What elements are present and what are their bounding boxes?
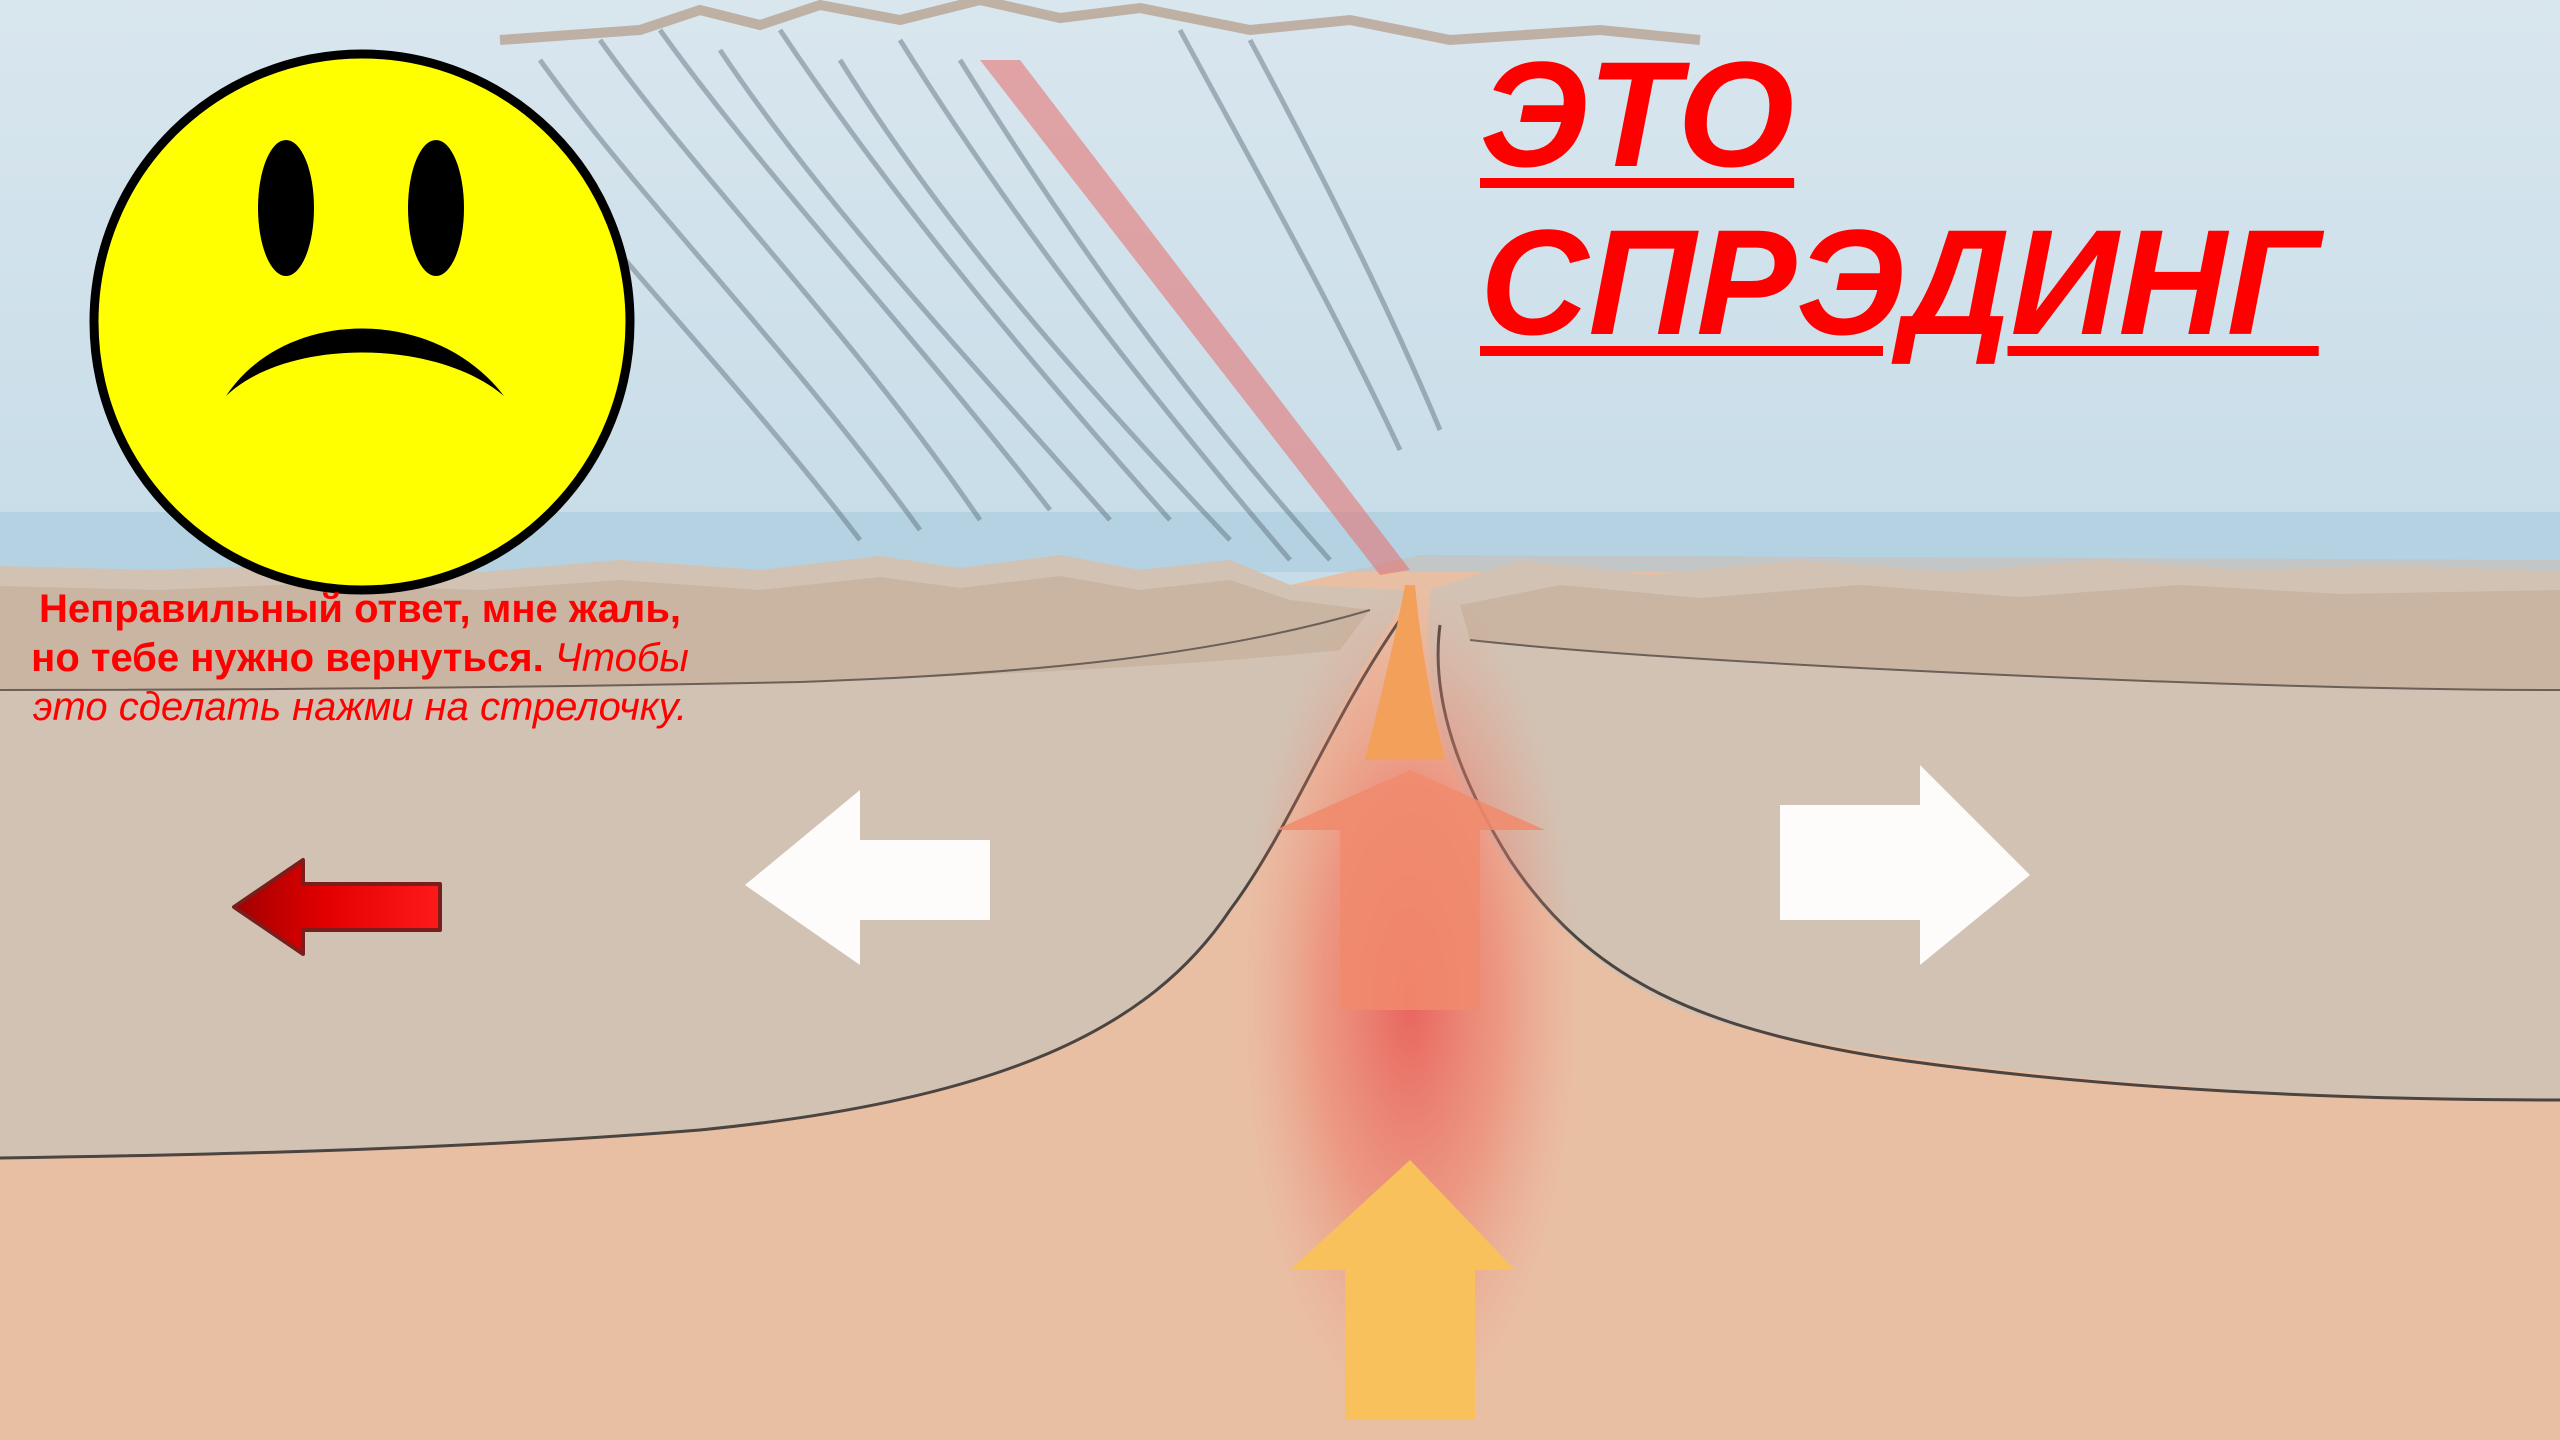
- title-line-1: ЭТО: [1480, 30, 2540, 198]
- sad-face-icon: [86, 46, 638, 598]
- title-line-2: СПРЭДИНГ: [1480, 198, 2540, 366]
- wrong-answer-message: Неправильный ответ, мне жаль, но тебе ну…: [10, 585, 710, 732]
- page-title: ЭТО СПРЭДИНГ: [1480, 30, 2540, 366]
- left-arrow-icon[interactable]: [228, 850, 446, 960]
